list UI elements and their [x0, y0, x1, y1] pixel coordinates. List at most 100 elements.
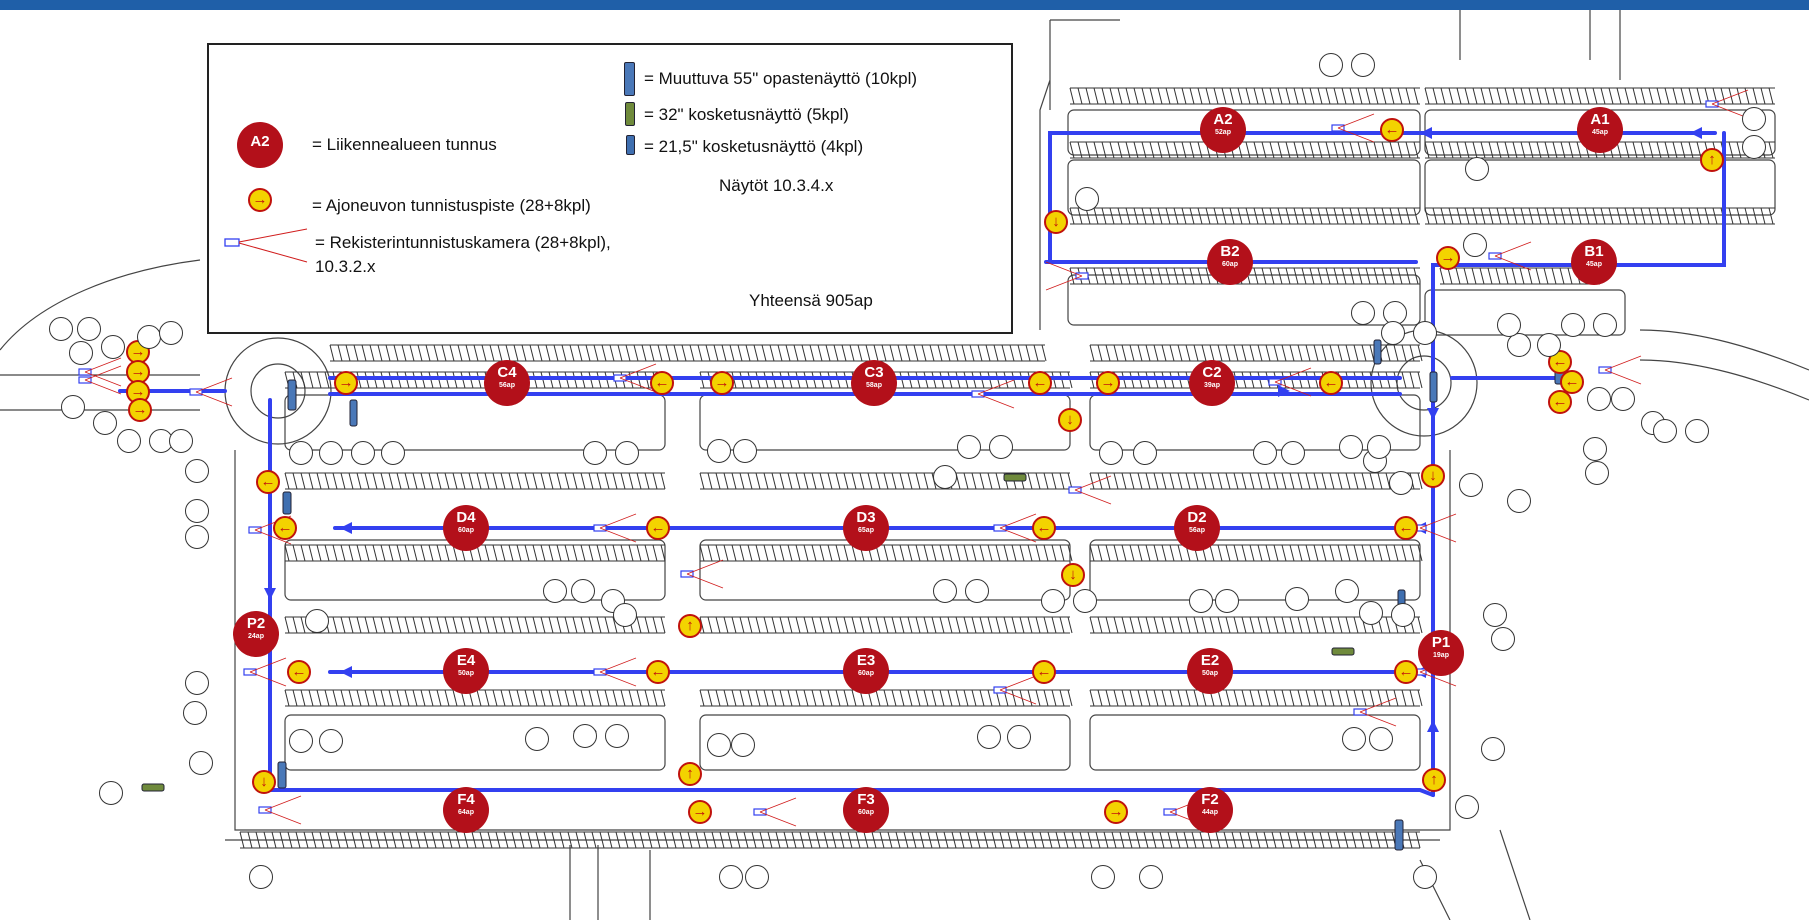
device-id-label	[1342, 727, 1366, 751]
camera-view-line	[1359, 711, 1397, 727]
device-id-label	[159, 321, 183, 345]
zone-code: C3	[864, 364, 884, 381]
device-id-label	[573, 724, 597, 748]
device-id-label	[957, 435, 981, 459]
device-id-label	[1133, 441, 1157, 465]
device-id-label	[289, 441, 313, 465]
zone-code: E2	[1200, 652, 1220, 669]
device-id-label	[707, 733, 731, 757]
parking-block	[284, 394, 666, 451]
camera-view-line	[1419, 527, 1457, 543]
legend-screen215-text: = 21,5" kosketusnäyttö (4kpl)	[644, 137, 864, 156]
route-arrow	[1427, 408, 1439, 420]
parking-stall-row	[699, 689, 1073, 707]
device-id-label	[69, 341, 93, 365]
device-id-label	[1483, 603, 1507, 627]
legend-screen55-text: = Muuttuva 55" opastenäyttö (10kpl)	[644, 69, 918, 88]
vehicle-detection-point-icon: →	[128, 398, 152, 422]
camera-view-line	[999, 675, 1037, 691]
signage-screen-55	[349, 399, 358, 427]
device-id-label	[1215, 589, 1239, 613]
device-id-label	[989, 435, 1013, 459]
route-arrow	[264, 588, 276, 600]
zone-capacity: 64ap	[458, 809, 474, 816]
device-id-label	[319, 441, 343, 465]
zone-code: P2	[246, 615, 266, 632]
parking-stall-row	[1069, 87, 1420, 105]
vehicle-detection-point-icon: ←	[650, 371, 674, 395]
touch-screen-32	[1331, 647, 1355, 656]
touch-screen-32	[141, 783, 165, 792]
device-id-label	[1351, 301, 1375, 325]
camera-view-line	[1494, 241, 1532, 257]
vehicle-detection-point-icon: ↑	[678, 762, 702, 786]
parking-block	[1424, 159, 1776, 216]
vehicle-detection-point-icon: →	[1096, 371, 1120, 395]
zone-capacity: 19ap	[1433, 652, 1449, 659]
camera-view-line	[999, 689, 1037, 705]
parking-block	[1067, 159, 1421, 216]
roundabout-east	[1370, 329, 1478, 437]
zone-capacity: 65ap	[858, 527, 874, 534]
device-id-label	[77, 317, 101, 341]
device-id-label	[1463, 233, 1487, 257]
zone-code: B1	[1584, 243, 1604, 260]
vehicle-detection-point-icon: ↓	[1058, 408, 1082, 432]
zone-code: D2	[1187, 509, 1207, 526]
signage-screen-55	[1394, 819, 1404, 851]
device-id-label	[305, 609, 329, 633]
zone-capacity: 39ap	[1204, 382, 1220, 389]
device-id-label	[1369, 727, 1393, 751]
zone-capacity: 56ap	[1189, 527, 1205, 534]
device-id-label	[933, 465, 957, 489]
camera-view-line	[999, 513, 1037, 529]
device-id-label	[185, 671, 209, 695]
device-id-label	[1491, 627, 1515, 651]
device-id-label	[351, 441, 375, 465]
camera-view-line	[195, 391, 233, 407]
device-id-label	[1685, 419, 1709, 443]
device-id-label	[933, 579, 957, 603]
camera-view-line	[759, 811, 797, 827]
camera-view-line	[249, 671, 287, 687]
device-id-label	[185, 499, 209, 523]
camera-view-line	[599, 527, 637, 543]
device-id-label	[183, 701, 207, 725]
vehicle-detection-point-icon: ←	[287, 660, 311, 684]
device-id-label	[543, 579, 567, 603]
device-id-label	[1742, 135, 1766, 159]
device-id-label	[1537, 333, 1561, 357]
legend-camera-icon	[224, 228, 308, 263]
zone-capacity: 24ap	[248, 633, 264, 640]
device-id-label	[381, 441, 405, 465]
zone-capacity: 56ap	[499, 382, 515, 389]
device-id-label	[1497, 313, 1521, 337]
device-id-label	[1413, 321, 1437, 345]
zone-code: F2	[1201, 791, 1219, 808]
vehicle-detection-point-icon: ←	[1032, 516, 1056, 540]
device-id-label	[1507, 333, 1531, 357]
route-arrow	[1278, 385, 1290, 397]
parking-block	[1089, 714, 1421, 771]
zone-capacity: 50ap	[458, 670, 474, 677]
device-id-label	[61, 395, 85, 419]
camera-view-line	[1045, 261, 1083, 277]
zone-capacity: 45ap	[1592, 129, 1608, 136]
parking-block	[284, 714, 666, 771]
legend-detector-icon: →	[248, 188, 272, 212]
parking-stall-row	[1069, 207, 1420, 225]
vehicle-detection-point-icon: ←	[273, 516, 297, 540]
camera-view-line	[619, 363, 657, 379]
camera-view-line	[1274, 367, 1312, 383]
device-id-label	[1561, 313, 1585, 337]
legend-camera-ip: 10.3.2.x	[315, 257, 376, 276]
camera-view-line	[84, 357, 122, 373]
device-id-label	[965, 579, 989, 603]
device-id-label	[733, 439, 757, 463]
